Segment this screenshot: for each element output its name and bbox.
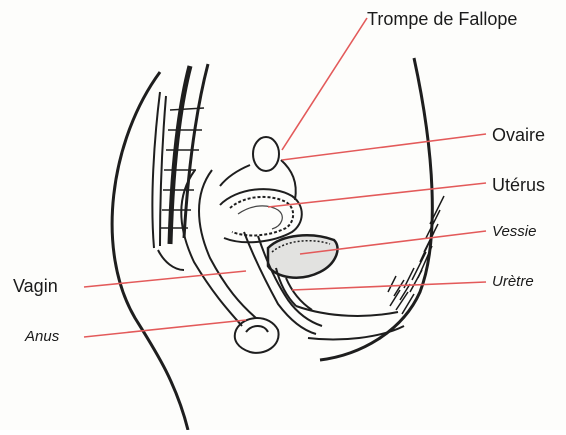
- label-ovaire: Ovaire: [492, 126, 545, 144]
- leader-line-uterus: [268, 183, 486, 207]
- label-vessie: Vessie: [492, 224, 536, 239]
- anus-structure: [235, 318, 279, 353]
- leader-line-anus: [84, 320, 246, 337]
- spine: [152, 64, 208, 270]
- bladder-structure: [268, 235, 338, 277]
- label-vagin: Vagin: [13, 277, 58, 295]
- pubic-hair: [388, 196, 444, 314]
- leader-line-trompe: [282, 18, 367, 150]
- label-trompe-de-fallope: Trompe de Fallope: [367, 10, 517, 28]
- leader-line-ovaire: [282, 134, 486, 160]
- label-uretre: Urètre: [492, 274, 534, 289]
- uterus-structure: [220, 189, 302, 242]
- leader-lines: [84, 18, 486, 337]
- label-uterus: Utérus: [492, 176, 545, 194]
- label-anus: Anus: [25, 329, 59, 344]
